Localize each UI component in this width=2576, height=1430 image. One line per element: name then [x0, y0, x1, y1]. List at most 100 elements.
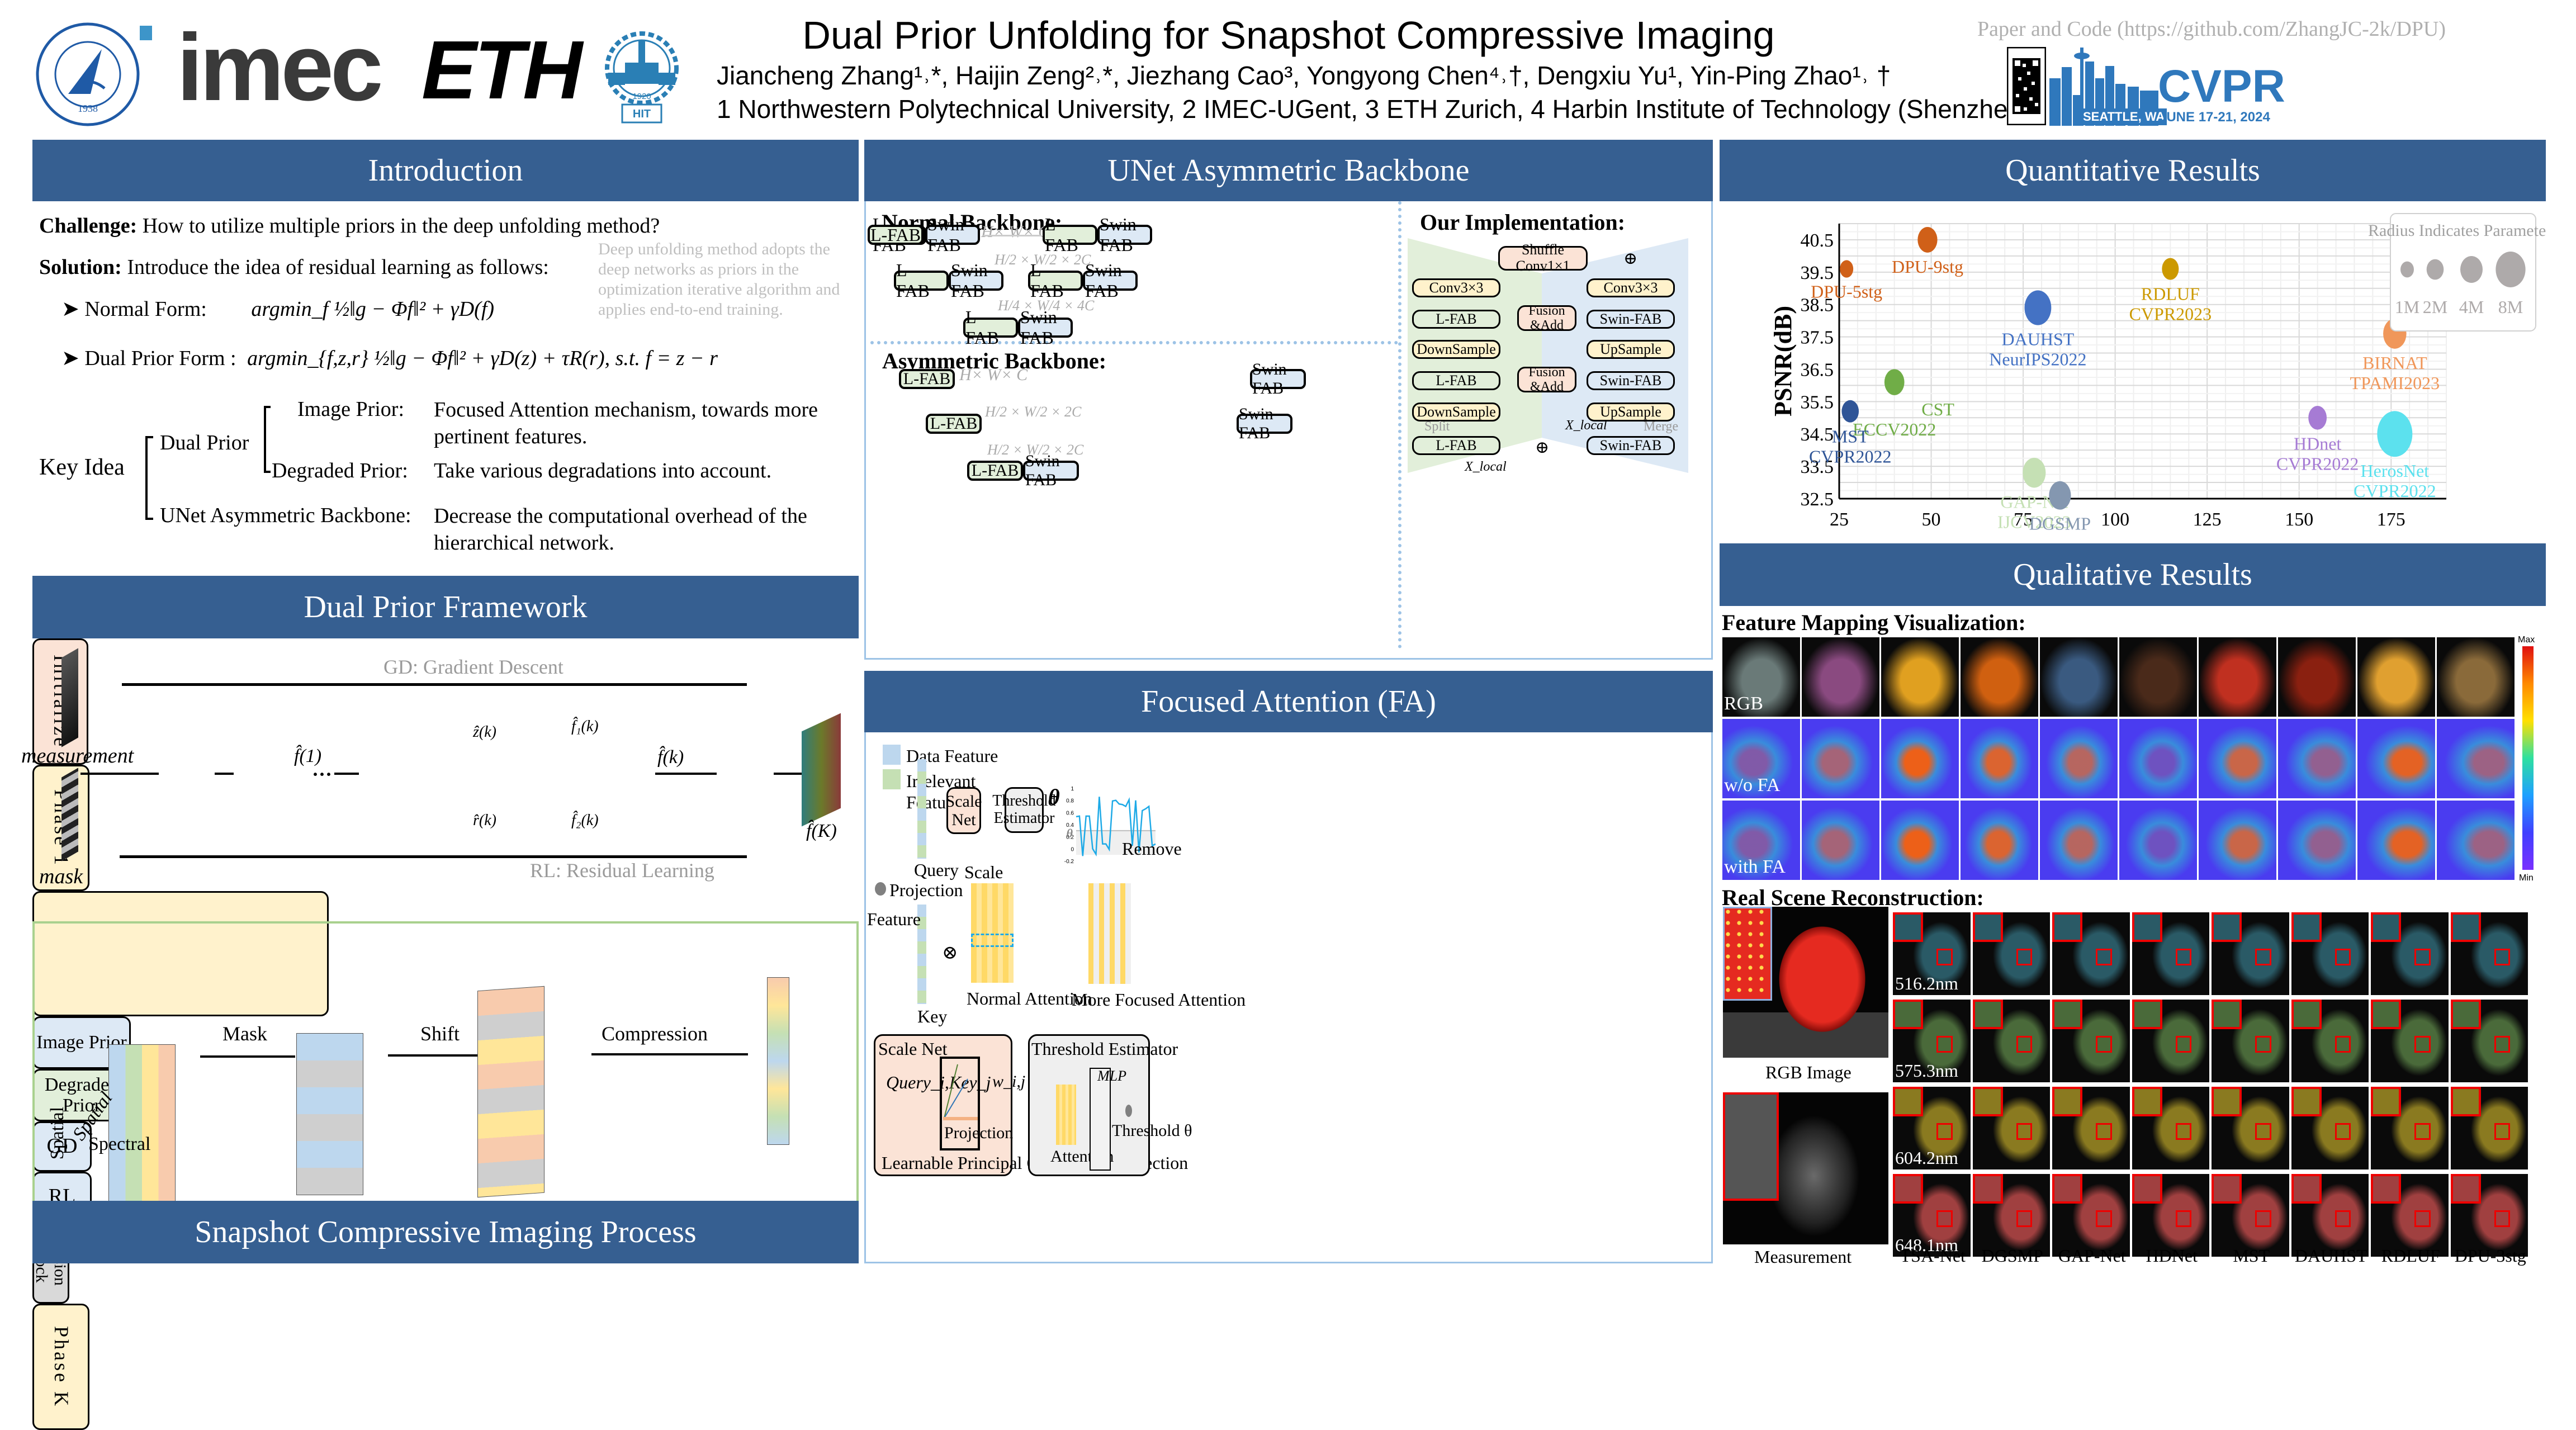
feature-map-tile [2199, 719, 2276, 798]
feature-map-tile [2040, 801, 2118, 880]
roi-box [2334, 1123, 2351, 1140]
roi-box [2175, 1036, 2192, 1053]
bracket-outer [145, 436, 153, 520]
scale-net-block: Scale Net [946, 787, 982, 834]
lfab-block: L-FAB [1028, 260, 1083, 301]
zoom-inset [2052, 1000, 2083, 1030]
point-venue: CVPR2022 [2354, 481, 2436, 501]
scale-net-output: w_i,j [992, 1072, 1026, 1091]
lfab-block: L-FAB [926, 414, 982, 434]
reconstruction-tile [2450, 1087, 2528, 1169]
query-label: Query [914, 860, 959, 880]
zoom-inset [1972, 1174, 2003, 1204]
challenge: Challenge: How to utilize multiple prior… [39, 214, 660, 238]
hit-abbr: HIT [633, 108, 651, 120]
item-image-prior-label: Image Prior: [297, 397, 405, 421]
imec-logo: imec [177, 15, 383, 121]
reconstruction-tile [1972, 912, 2050, 995]
swin-block: Swin-FAB [1097, 214, 1152, 255]
scale-net-input: Query_i,Key_j [886, 1072, 991, 1092]
feature-map-tile [1961, 801, 2038, 880]
fab-pair: L-FAB Swin-FAB [963, 307, 1073, 348]
section-header-introduction: Introduction [32, 140, 859, 201]
zoom-inset [1893, 912, 1924, 943]
remove-region [1076, 830, 1156, 855]
dim-label: H× W× C [959, 366, 1028, 384]
projection-vectors-icon [943, 1064, 978, 1120]
multiply-icon: ⊗ [942, 943, 958, 963]
reconstruction-tile [2052, 1000, 2130, 1082]
attention-score-line [1076, 797, 1156, 857]
wavelength-label: 575.3nm [1895, 1060, 1958, 1081]
divider-horizontal [870, 341, 1398, 344]
zoom-inset [2052, 912, 2083, 943]
legend-data-swatch [883, 745, 901, 765]
xlocal-label: X_local [1465, 460, 1507, 474]
feature-map-tile [1802, 637, 1879, 717]
phase-k-detail [32, 891, 329, 1016]
section-title: Dual Prior Framework [304, 590, 588, 624]
colorbar-min: Min [2519, 873, 2534, 883]
mini-tick: 0 [1071, 846, 1074, 853]
bottom-line [120, 855, 747, 858]
dim-label: H/4 × W/4 × 4C [998, 297, 1095, 314]
y-tick-label: 40.5 [1801, 230, 1834, 251]
roi-box [2255, 949, 2271, 965]
imec-mark [140, 26, 152, 40]
rgb-image-label: RGB Image [1765, 1062, 1852, 1082]
scale-label: Scale [964, 862, 1003, 882]
reconstruction-tile [2450, 1000, 2528, 1082]
data-point [2049, 481, 2071, 510]
code-link[interactable]: Paper and Code (https://github.com/Zhang… [1977, 17, 2446, 41]
point-venue: TPAMI2023 [2350, 373, 2440, 393]
feature-label: Feature [867, 909, 921, 929]
feature-map-tile [2278, 801, 2356, 880]
swin-block: Swin-FAB [1587, 371, 1675, 390]
reconstruction-tile: 648.1nm [1893, 1174, 1971, 1257]
feature-map-tile [1802, 801, 1879, 880]
cvpr-dates: JUNE 17-21, 2024 [2159, 110, 2270, 125]
point-venue: CVPR2022 [2276, 454, 2359, 474]
normal-form-label: Normal Form: [84, 297, 207, 321]
roi-box [2096, 949, 2112, 965]
rk-label: r̂(k) [473, 812, 496, 829]
point-label: MST [1832, 427, 1869, 447]
point-label: BIRNAT [2362, 353, 2427, 373]
swin-block: Swin-FAB [1587, 436, 1675, 455]
zoom-inset [2212, 912, 2242, 943]
item-backbone-label: UNet Asymmetric Backbone: [160, 504, 411, 527]
conv-block: Conv3×3 [1412, 278, 1500, 297]
measurement-label: measurement [21, 744, 134, 768]
roi-box [2414, 949, 2431, 965]
y-tick-label: 36.5 [1801, 359, 1834, 380]
legend-size-label: 8M [2498, 297, 2523, 317]
key-label: Key [917, 1006, 948, 1026]
data-point [2308, 405, 2327, 430]
lfab-block: L-FAB [894, 260, 949, 301]
add-icon: ⊕ [1623, 249, 1638, 268]
phasek-label: Phase K [50, 1325, 73, 1408]
zoom-inset [1893, 1000, 1924, 1030]
data-point [2162, 258, 2179, 280]
mini-tick: -0.2 [1064, 859, 1074, 863]
fusion-add-block: Fusion &Add [1517, 304, 1576, 333]
implementation-diagram: Our Implementation: Shuffle Conv1×1 Conv… [1398, 207, 1711, 643]
threshold-detail-title: Threshold Estimator [1031, 1039, 1178, 1059]
qr-code[interactable] [2007, 47, 2046, 125]
data-point [2023, 457, 2046, 488]
colorbar-max: Max [2518, 635, 2535, 645]
rgb-inset [1723, 907, 1772, 1001]
data-point [1840, 260, 1854, 278]
legend-size-label: 4M [2459, 297, 2484, 317]
roi-box [2334, 949, 2351, 965]
reconstruction-tile [1972, 1000, 2050, 1082]
point-venue: NeurIPS2022 [1989, 349, 2086, 370]
attention-row-highlight[interactable] [971, 934, 1014, 947]
arrow [80, 773, 159, 775]
roi-box [2494, 1036, 2511, 1053]
feature-map-tile [2119, 719, 2197, 798]
swin-block: Swin-FAB [1250, 360, 1306, 397]
item-backbone-text: Decrease the computational overhead of t… [434, 504, 807, 555]
point-label: HDnet [2294, 434, 2341, 454]
